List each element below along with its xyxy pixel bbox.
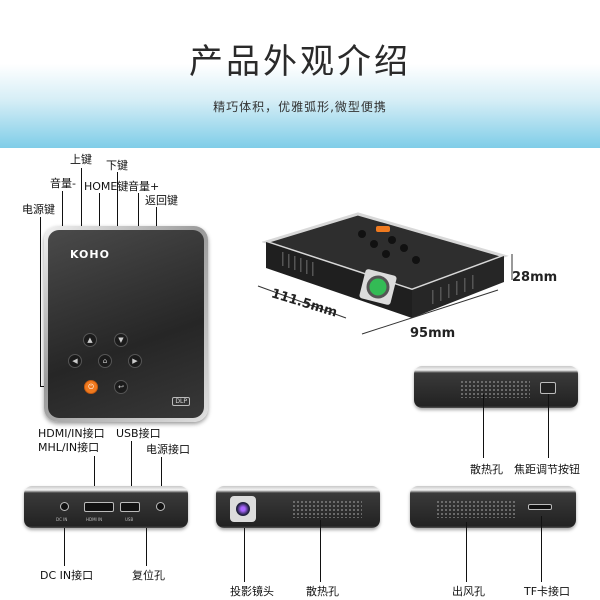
label-home-key: HOME键	[84, 180, 129, 193]
iso-power-button	[376, 226, 390, 232]
label-air-out: 出风孔	[452, 585, 485, 598]
iso-btn-5	[382, 250, 390, 258]
volume-minus-button: ◀	[68, 354, 82, 368]
iso-btn-2	[388, 236, 396, 244]
lens-glass	[236, 502, 250, 516]
leader-dc-in	[64, 528, 65, 566]
leader-usb	[131, 441, 132, 499]
device-isometric-view	[262, 212, 509, 318]
leader-power	[40, 217, 41, 387]
leader-hdmi	[94, 456, 95, 498]
leader-power-port	[161, 457, 162, 499]
air-out-grid	[436, 500, 516, 518]
device-side-ports: DC IN HDMI IN USB	[24, 486, 188, 528]
label-back-key: 返回键	[145, 194, 178, 207]
leader-focus	[548, 394, 549, 458]
label-tf-card: TF卡接口	[524, 585, 571, 598]
label-hdmi: HDMI/IN接口	[38, 427, 105, 440]
dc-in-jack	[60, 502, 69, 511]
iso-right-face	[412, 256, 504, 318]
leader-vent-right	[483, 394, 484, 458]
usb-port	[120, 502, 140, 512]
leader-lens	[244, 528, 245, 582]
dimension-lines	[257, 254, 513, 335]
label-down-key: 下键	[106, 159, 128, 172]
label-volume-plus: 音量+	[128, 180, 160, 193]
home-button: ⌂	[98, 354, 112, 368]
label-volume-minus: 音量-	[50, 177, 76, 190]
volume-plus-button: ▶	[128, 354, 142, 368]
label-vent-right: 散热孔	[470, 463, 503, 476]
side-vent-grid	[460, 380, 530, 398]
device-side-focus	[414, 366, 578, 408]
back-button: ↩	[114, 380, 128, 394]
device-front-lens	[216, 486, 380, 528]
iso-lens-glass	[366, 275, 390, 299]
front-vent-grid	[292, 500, 362, 518]
device-top-face: KOHO ▲ ▼ ◀ ⌂ ▶ ⏻ ↩ DLP	[48, 230, 204, 418]
label-up-key: 上键	[70, 153, 92, 166]
page-title: 产品外观介绍	[189, 42, 411, 82]
label-dc-in: DC IN接口	[40, 569, 94, 582]
down-button: ▼	[114, 333, 128, 347]
tf-card-slot	[528, 504, 552, 510]
label-lens: 投影镜头	[230, 585, 274, 598]
dimension-width: 95mm	[410, 326, 456, 341]
leader-vent-front	[320, 520, 321, 582]
label-reset: 复位孔	[132, 569, 165, 582]
device-top-view: KOHO ▲ ▼ ◀ ⌂ ▶ ⏻ ↩ DLP	[44, 226, 208, 422]
port-mark-usb: USB	[125, 517, 134, 522]
label-vent-front: 散热孔	[306, 585, 339, 598]
device-back-side	[410, 486, 576, 528]
label-mhl: MHL/IN接口	[38, 441, 100, 454]
up-button: ▲	[83, 333, 97, 347]
label-usb: USB接口	[116, 427, 161, 440]
dlp-badge: DLP	[172, 397, 190, 406]
lens-frame	[230, 496, 256, 522]
power-jack	[156, 502, 165, 511]
iso-side-vents	[282, 252, 474, 304]
page-subtitle: 精巧体积，优雅弧形,微型便携	[213, 100, 387, 114]
dimension-height: 28mm	[512, 270, 558, 285]
label-power-key: 电源键	[22, 203, 55, 216]
brand-logo: KOHO	[70, 248, 110, 261]
iso-btn-1	[358, 230, 366, 238]
label-focus-knob: 焦距调节按钮	[514, 463, 580, 476]
hdmi-port	[84, 502, 114, 512]
leader-tf-card	[541, 516, 542, 582]
label-power-port: 电源接口	[146, 443, 190, 456]
iso-btn-4	[400, 244, 408, 252]
leader-reset	[146, 528, 147, 566]
focus-knob	[540, 382, 556, 394]
port-mark-hdmi: HDMI IN	[86, 517, 103, 522]
iso-btn-3	[370, 240, 378, 248]
header-banner: 产品外观介绍 精巧体积，优雅弧形,微型便携	[0, 0, 600, 148]
iso-btn-6	[412, 256, 420, 264]
power-button: ⏻	[84, 380, 98, 394]
leader-air-out	[466, 522, 467, 582]
port-mark-dc: DC IN	[56, 517, 68, 522]
